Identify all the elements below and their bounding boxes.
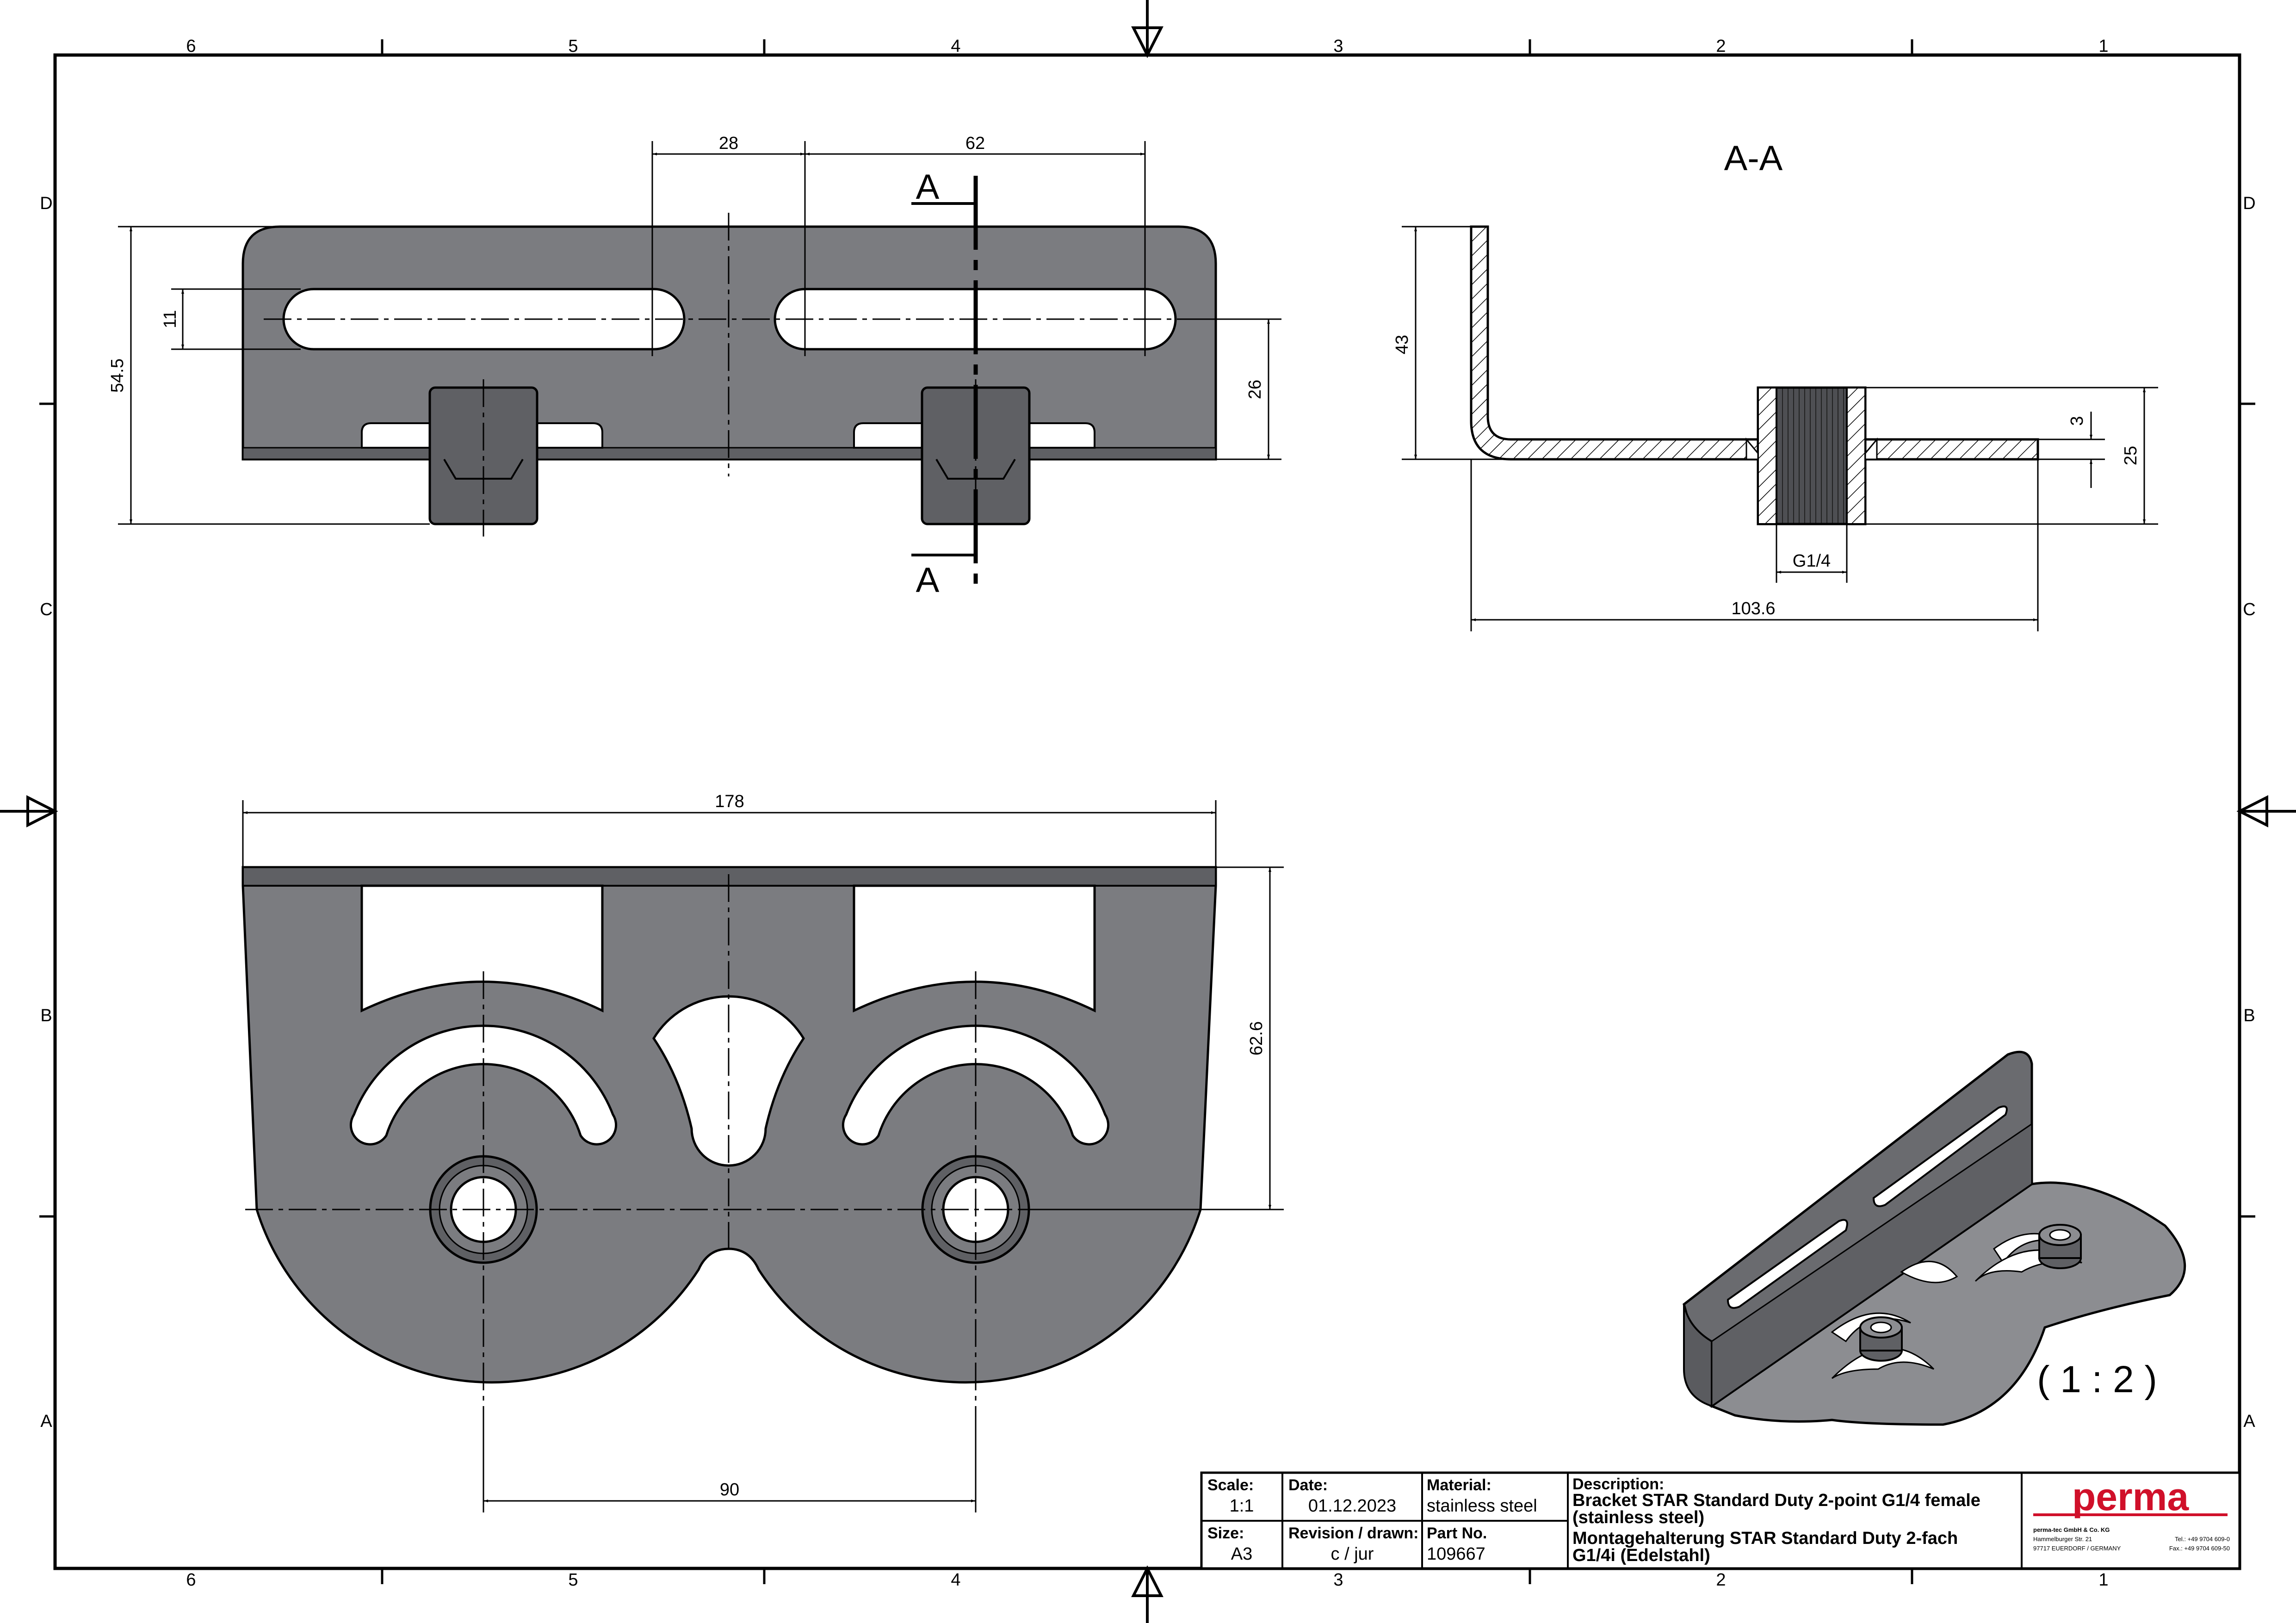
- company-logo: perma: [2033, 1475, 2228, 1518]
- logo-wordmark: perma: [2072, 1475, 2189, 1518]
- description-label: Description:: [1572, 1475, 1664, 1493]
- company-fax: Fax.: +49 9704 609-50: [2169, 1545, 2230, 1552]
- description-line: (stainless steel): [1572, 1508, 1704, 1527]
- row-label-left: C: [40, 600, 52, 619]
- col-label-top: 1: [2098, 37, 2108, 56]
- material-label: Material:: [1427, 1476, 1491, 1494]
- company-city: 97717 EUERDORF / GERMANY: [2033, 1545, 2121, 1552]
- section-title: A-A: [1724, 139, 1783, 178]
- isometric-view: ( 1 : 2 ): [1683, 1050, 2186, 1426]
- section-view: A-A 43 3 25 G1/4 103.6: [1392, 139, 2158, 631]
- size-label: Size:: [1207, 1524, 1244, 1542]
- dim-3: 3: [2067, 416, 2087, 426]
- company-tel: Tel.: +49 9704 609-0: [2175, 1536, 2230, 1543]
- iso-scale-note: ( 1 : 2 ): [2037, 1358, 2157, 1401]
- partno-label: Part No.: [1427, 1524, 1487, 1542]
- col-label-top: 5: [568, 37, 578, 56]
- front-view: A A 28 62 11 54.5 26: [108, 134, 1281, 600]
- dim-43: 43: [1392, 335, 1412, 354]
- dim-62-6: 62.6: [1247, 1021, 1266, 1055]
- row-label-right: B: [2243, 1006, 2255, 1025]
- col-label-bottom: 6: [186, 1570, 196, 1590]
- col-label-bottom: 1: [2098, 1570, 2108, 1590]
- col-label-top: 6: [186, 37, 196, 56]
- date-value: 01.12.2023: [1308, 1496, 1396, 1516]
- date-label: Date:: [1288, 1476, 1328, 1494]
- description-line: G1/4i (Edelstahl): [1572, 1546, 1710, 1565]
- dim-178: 178: [715, 792, 744, 811]
- dim-26: 26: [1245, 380, 1265, 399]
- partno-value: 109667: [1427, 1544, 1485, 1564]
- row-label-left: D: [40, 194, 52, 213]
- row-label-right: D: [2243, 194, 2255, 213]
- section-mark-bottom: A: [916, 561, 940, 600]
- description-line: Montagehalterung STAR Standard Duty 2-fa…: [1572, 1529, 1958, 1548]
- section-mark-top: A: [916, 167, 940, 207]
- company-street: Hammelburger Str. 21: [2033, 1536, 2092, 1543]
- material-value: stainless steel: [1427, 1496, 1537, 1516]
- col-label-bottom: 2: [1716, 1570, 1726, 1590]
- row-label-left: B: [40, 1006, 52, 1025]
- dim-54-5: 54.5: [108, 358, 127, 393]
- scale-label: Scale:: [1207, 1476, 1254, 1494]
- dim-thread: G1/4: [1793, 551, 1831, 571]
- description-line: Bracket STAR Standard Duty 2-point G1/4 …: [1572, 1491, 1980, 1510]
- col-label-top: 3: [1333, 37, 1343, 56]
- top-view: 178 62.6 90: [241, 792, 1284, 1512]
- revision-value: c / jur: [1331, 1544, 1374, 1564]
- col-label-top: 2: [1716, 37, 1726, 56]
- scale-value: 1:1: [1230, 1496, 1254, 1516]
- title-block: Scale: 1:1 Date: 01.12.2023 Material: st…: [1200, 1471, 2241, 1570]
- size-value: A3: [1231, 1544, 1252, 1564]
- dim-28: 28: [719, 134, 738, 153]
- col-label-bottom: 3: [1333, 1570, 1343, 1590]
- revision-label: Revision / drawn:: [1288, 1524, 1419, 1542]
- dim-90: 90: [720, 1480, 739, 1500]
- company-name: perma-tec GmbH & Co. KG: [2033, 1526, 2110, 1533]
- dim-62: 62: [965, 134, 985, 153]
- row-label-right: C: [2243, 600, 2255, 619]
- dim-11: 11: [161, 310, 180, 328]
- row-label-right: A: [2243, 1412, 2255, 1431]
- dim-25: 25: [2121, 446, 2141, 465]
- dim-103-6: 103.6: [1731, 599, 1775, 618]
- col-label-top: 4: [951, 37, 960, 56]
- row-label-left: A: [40, 1412, 52, 1431]
- col-label-bottom: 5: [568, 1570, 578, 1590]
- col-label-bottom: 4: [951, 1570, 960, 1590]
